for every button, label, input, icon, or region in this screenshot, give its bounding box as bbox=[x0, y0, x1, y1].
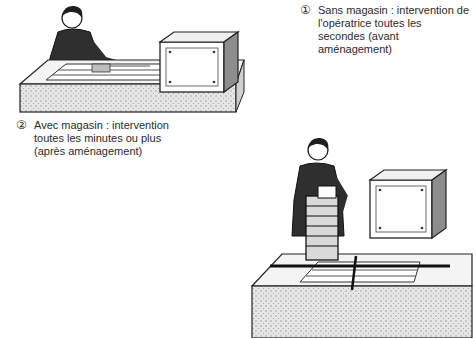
machine-box bbox=[376, 186, 426, 232]
machine-box bbox=[224, 32, 238, 92]
machine-box bbox=[379, 227, 382, 230]
machine-box bbox=[421, 227, 424, 230]
caption-note: Avec magasin : intervention toutes les m… bbox=[34, 119, 174, 158]
conveyor bbox=[270, 265, 450, 268]
conveyor bbox=[58, 70, 164, 71]
machine-box bbox=[169, 81, 172, 84]
machine-box bbox=[213, 51, 216, 54]
workbench bbox=[252, 254, 472, 338]
machine-box bbox=[166, 48, 218, 86]
part-magazine bbox=[306, 226, 338, 227]
conveyor bbox=[270, 256, 450, 290]
part-magazine bbox=[306, 186, 338, 260]
conveyor bbox=[92, 64, 110, 72]
machine-box bbox=[160, 42, 224, 92]
machine-box bbox=[432, 170, 446, 238]
workbench bbox=[252, 286, 472, 338]
part-magazine bbox=[318, 186, 336, 198]
machine-box bbox=[370, 170, 446, 238]
caption-note: Sans magasin : intervention de l'opératr… bbox=[318, 4, 470, 56]
machine-box bbox=[370, 180, 432, 238]
part-magazine bbox=[306, 236, 338, 237]
workbench bbox=[252, 254, 472, 286]
part-magazine bbox=[306, 216, 338, 217]
conveyor bbox=[312, 270, 418, 271]
operator-figure bbox=[62, 6, 82, 18]
conveyor bbox=[352, 256, 356, 290]
conveyor bbox=[306, 276, 416, 277]
conveyor bbox=[46, 64, 168, 80]
callout-number: ① bbox=[300, 3, 318, 17]
machine-box bbox=[213, 81, 216, 84]
conveyor bbox=[46, 64, 168, 80]
part-magazine bbox=[306, 246, 338, 247]
machine-box bbox=[379, 189, 382, 192]
part-magazine bbox=[306, 196, 338, 260]
machine-box bbox=[169, 51, 172, 54]
operator-figure bbox=[308, 138, 328, 150]
machine-box bbox=[160, 32, 238, 92]
callout-number: ② bbox=[16, 118, 34, 132]
part-magazine bbox=[306, 206, 338, 207]
conveyor bbox=[52, 75, 162, 76]
machine-box bbox=[421, 189, 424, 192]
